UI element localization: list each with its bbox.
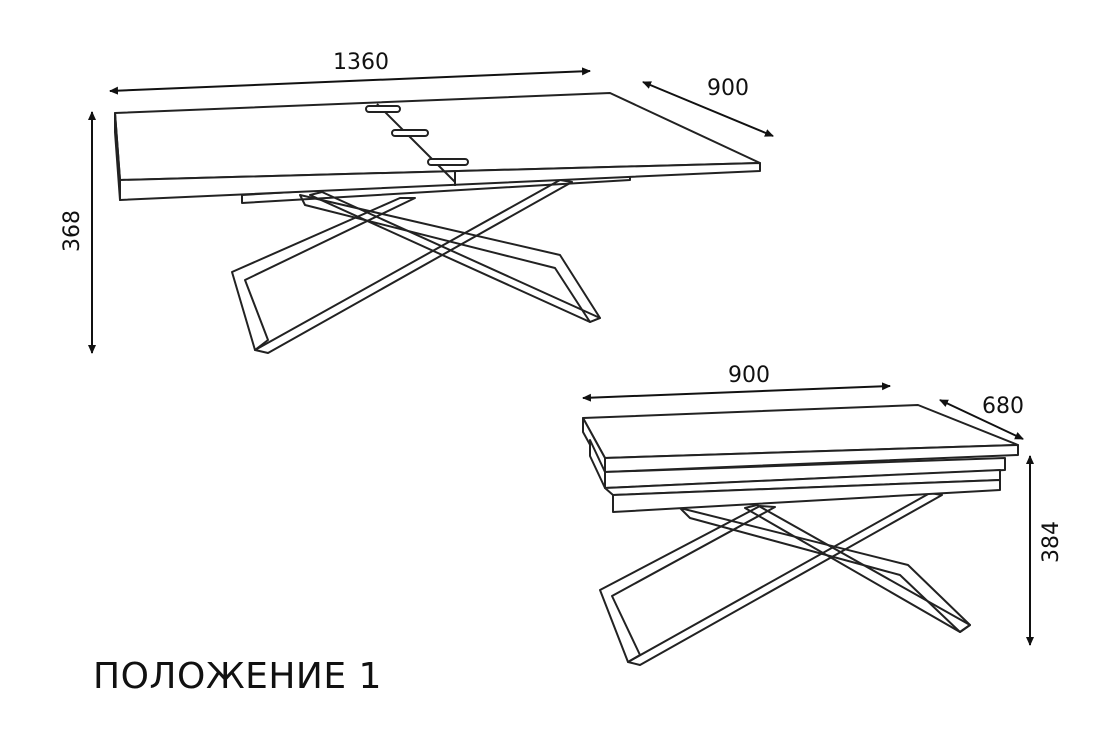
small-table-top <box>582 404 1019 513</box>
svg-text:384: 384 <box>1039 521 1064 563</box>
svg-text:680: 680 <box>982 394 1024 419</box>
dimension-small-depth: 680 <box>939 394 1024 440</box>
large-table-top <box>114 92 761 201</box>
connector-slot <box>427 158 469 166</box>
svg-text:900: 900 <box>728 363 770 388</box>
position-title: ПОЛОЖЕНИЕ 1 <box>93 656 382 697</box>
svg-text:900: 900 <box>707 76 749 101</box>
connector-slot <box>391 129 429 137</box>
dimension-small-length: 900 <box>582 363 891 402</box>
svg-text:1360: 1360 <box>333 50 389 75</box>
connector-slot <box>365 105 401 113</box>
dimension-large-height: 368 <box>60 111 96 354</box>
large-table-legs <box>231 171 631 354</box>
dimension-large-depth: 900 <box>642 76 774 137</box>
dimension-small-height: 384 <box>1026 455 1064 646</box>
dimension-large-length: 1360 <box>109 50 591 95</box>
small-table-legs <box>599 492 971 666</box>
svg-text:368: 368 <box>60 210 85 252</box>
